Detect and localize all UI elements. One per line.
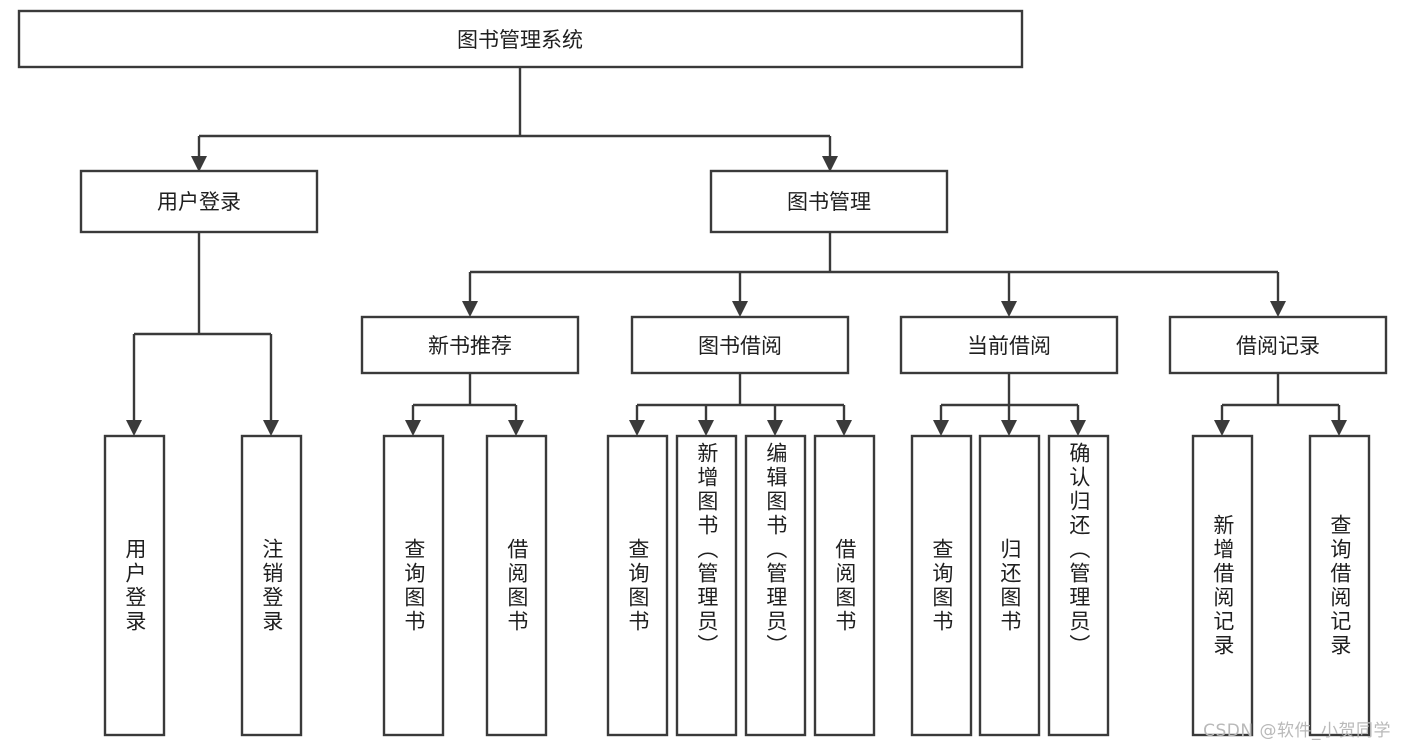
leaf-bookborrow-query[interactable] <box>606 434 669 737</box>
node-current-borrow[interactable]: 当前借阅 <box>899 315 1119 375</box>
connector-borrowrecord-to-leaves <box>1214 373 1347 436</box>
node-user-login-label: 用户登录 <box>157 190 241 214</box>
node-current-borrow-label: 当前借阅 <box>967 334 1051 358</box>
connector-newbook-to-leaves <box>405 373 524 436</box>
leaf-bookborrow-edit[interactable] <box>744 434 807 737</box>
leaf-user-login-login[interactable] <box>103 434 166 737</box>
connector-bookborrow-to-leaves <box>629 373 852 436</box>
node-user-login[interactable]: 用户登录 <box>79 169 319 234</box>
watermark-text: CSDN @软件_小贺同学 <box>1203 721 1391 741</box>
leaf-currentborrow-confirm[interactable] <box>1047 434 1110 737</box>
node-book-borrow[interactable]: 图书借阅 <box>630 315 850 375</box>
node-book-management[interactable]: 图书管理 <box>709 169 949 234</box>
node-book-borrow-label: 图书借阅 <box>698 334 782 358</box>
leaf-borrowrecord-query[interactable] <box>1308 434 1371 737</box>
leaf-currentborrow-return[interactable] <box>978 434 1041 737</box>
leaf-newbook-query[interactable] <box>382 434 445 737</box>
connector-root-to-level2 <box>191 67 838 172</box>
leaf-bookborrow-borrow[interactable] <box>813 434 876 737</box>
connector-currentborrow-to-leaves <box>933 373 1086 436</box>
connector-userlogin-to-leaves <box>126 232 279 436</box>
node-borrow-record-label: 借阅记录 <box>1236 334 1320 358</box>
leaf-borrowrecord-add[interactable] <box>1191 434 1254 737</box>
node-new-book-recommend[interactable]: 新书推荐 <box>360 315 580 375</box>
node-book-management-label: 图书管理 <box>787 190 871 214</box>
leaf-bookborrow-add[interactable] <box>675 434 738 737</box>
node-new-book-recommend-label: 新书推荐 <box>428 334 512 358</box>
leaf-currentborrow-query[interactable] <box>910 434 973 737</box>
leaf-newbook-borrow[interactable] <box>485 434 548 737</box>
node-borrow-record[interactable]: 借阅记录 <box>1168 315 1388 375</box>
node-root-label: 图书管理系统 <box>457 28 583 52</box>
connector-bookmgmt-to-level3 <box>462 232 1286 317</box>
leaf-user-login-logout[interactable] <box>240 434 303 737</box>
node-root[interactable]: 图书管理系统 <box>17 9 1024 69</box>
